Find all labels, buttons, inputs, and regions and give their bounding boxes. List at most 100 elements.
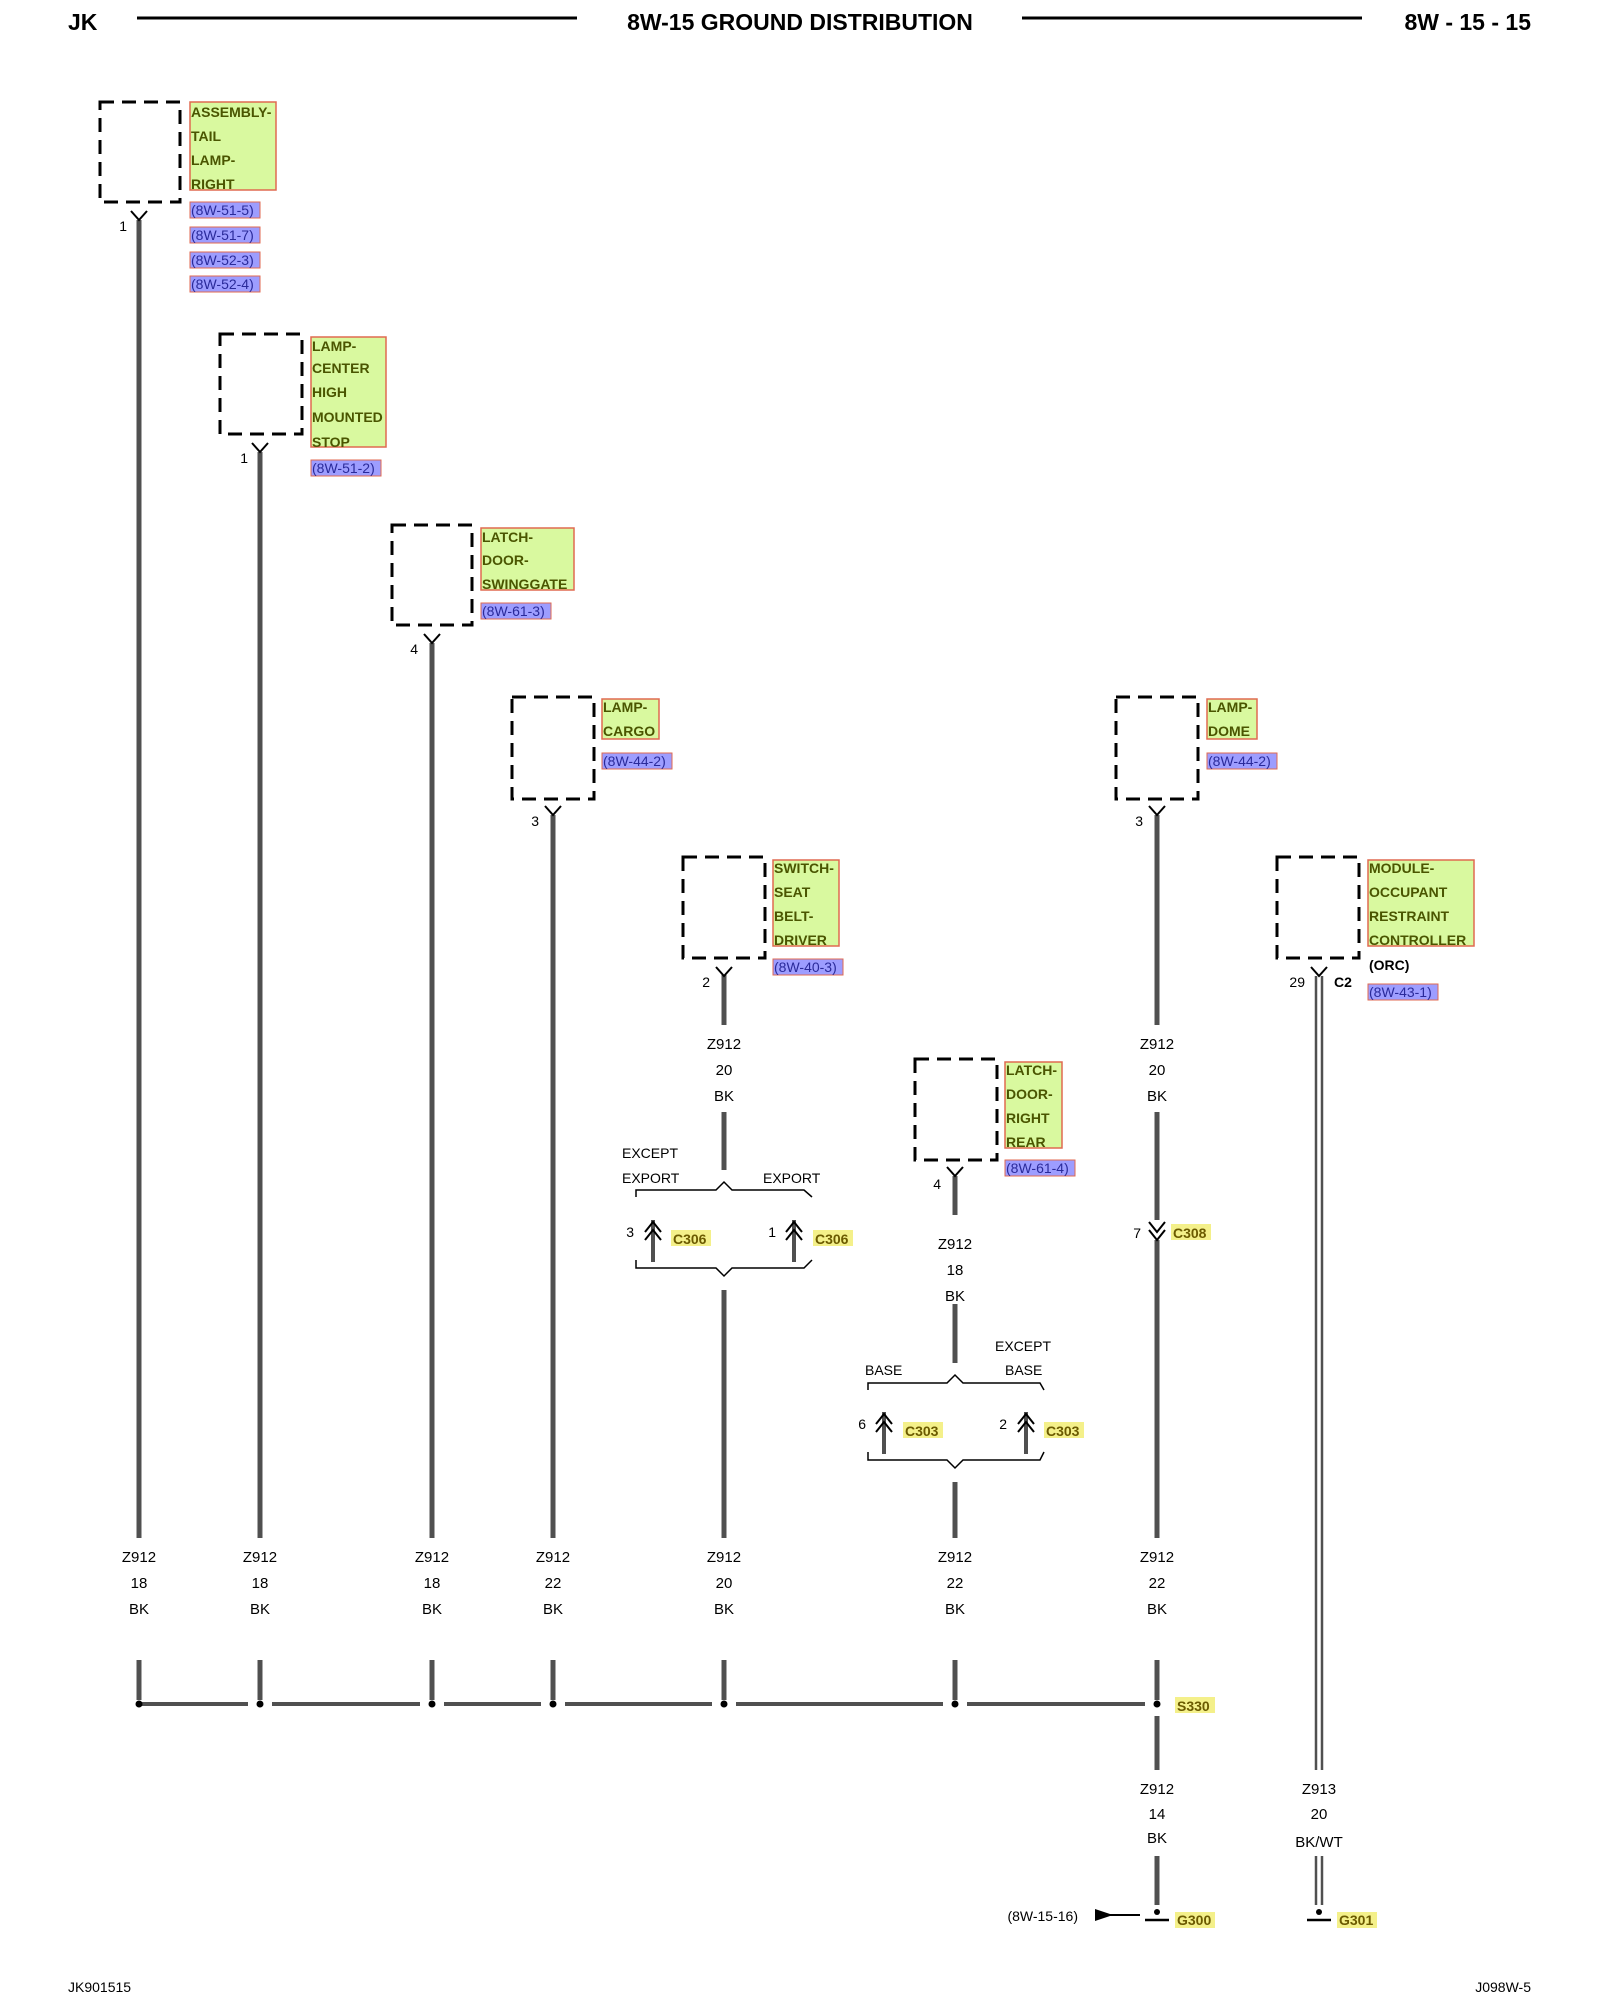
seat-belt-switch-pin: 2 (702, 974, 710, 990)
tail-lamp-ref-2[interactable]: (8W-51-7) (191, 227, 254, 243)
wire-3-gauge: 18 (424, 1575, 441, 1592)
pin-terminals (130, 210, 1328, 1178)
orc-ref-1[interactable]: (8W-43-1) (1369, 984, 1432, 1000)
tail-lamp-name-3: LAMP- (191, 152, 236, 168)
swinggate-latch-name-2: DOOR- (482, 552, 529, 568)
header-left: JK (68, 9, 98, 35)
seat-belt-wire-circuit: Z912 (707, 1036, 741, 1053)
seat-belt-switch-name-3: BELT- (774, 908, 814, 924)
dome-lamp-label: LAMP- DOME (8W-44-2) (1208, 699, 1271, 769)
cargo-lamp-pin: 3 (531, 813, 539, 829)
g301-wire-circuit: Z913 (1302, 1781, 1336, 1798)
dome-wire-gauge: 20 (1149, 1062, 1166, 1079)
g301-label[interactable]: G301 (1339, 1912, 1373, 1928)
cargo-lamp-box (510, 695, 596, 801)
arrow-icon (1095, 1909, 1113, 1921)
swinggate-latch-name-3: SWINGGATE (482, 576, 567, 592)
wire-orc-g301 (1314, 976, 1324, 1905)
dome-lamp-name-1: LAMP- (1208, 699, 1253, 715)
swinggate-latch-label: LATCH- DOOR- SWINGGATE (8W-61-3) (482, 529, 567, 619)
footer-left: JK901515 (68, 1979, 131, 1995)
chmsl-name-3: HIGH (312, 384, 347, 400)
wire-2-circuit: Z912 (243, 1549, 277, 1566)
page-title: 8W-15 GROUND DISTRIBUTION (627, 9, 973, 35)
wire-5-circuit: Z912 (707, 1549, 741, 1566)
cargo-lamp-name-1: LAMP- (603, 699, 648, 715)
splice-s330: S330 (1175, 1697, 1215, 1714)
c303-option-block: BASE EXCEPT BASE 6 2 C303 C303 (858, 1338, 1084, 1470)
c306-left-pin: 3 (626, 1224, 634, 1240)
swinggate-latch-pin: 4 (410, 641, 418, 657)
chmsl-box (218, 332, 304, 436)
wire-3-color: BK (422, 1601, 442, 1618)
tail-lamp-ref-1[interactable]: (8W-51-5) (191, 202, 254, 218)
c306-right-condition: EXPORT (763, 1170, 821, 1186)
dome-lamp-pin: 3 (1135, 813, 1143, 829)
c308-label[interactable]: C308 (1173, 1225, 1207, 1241)
dome-lamp-name-2: DOME (1208, 723, 1250, 739)
chmsl-ref-1[interactable]: (8W-51-2) (312, 460, 375, 476)
c306-right-connector[interactable]: C306 (815, 1231, 849, 1247)
dome-wire-color: BK (1147, 1088, 1167, 1105)
c303-left-connector[interactable]: C303 (905, 1423, 939, 1439)
footer-right: J098W-5 (1475, 1979, 1531, 1995)
rear-door-latch-pin: 4 (933, 1176, 941, 1192)
ground-g301: G301 (1307, 1909, 1377, 1928)
wire-3-circuit: Z912 (415, 1549, 449, 1566)
c306-left-condition-1: EXCEPT (622, 1145, 678, 1161)
wires (136, 220, 1160, 1905)
orc-abbrev: (ORC) (1369, 957, 1409, 973)
chmsl-label: LAMP- CENTER HIGH MOUNTED STOP (8W-51-2) (312, 338, 383, 476)
splice-label[interactable]: S330 (1177, 1698, 1210, 1714)
orc-pin: 29 (1289, 974, 1305, 990)
c303-right-connector[interactable]: C303 (1046, 1423, 1080, 1439)
orc-label: MODULE- OCCUPANT RESTRAINT CONTROLLER (O… (1369, 860, 1466, 1000)
c303-left-pin: 6 (858, 1416, 866, 1432)
wire-5-gauge: 20 (716, 1575, 733, 1592)
seat-belt-wire-color: BK (714, 1088, 734, 1105)
dome-lamp-ref-1[interactable]: (8W-44-2) (1208, 753, 1271, 769)
component-boxes (98, 100, 1361, 1162)
chmsl-name-1: LAMP- (312, 338, 357, 354)
pin-numbers: 1 1 4 3 2 4 3 29 C2 (119, 218, 1352, 1192)
tail-lamp-box (98, 100, 182, 204)
c303-left-condition: BASE (865, 1362, 902, 1378)
cargo-lamp-ref-1[interactable]: (8W-44-2) (603, 753, 666, 769)
c306-option-block: EXCEPT EXPORT EXPORT 3 1 C306 C306 (622, 1145, 853, 1278)
seat-belt-switch-name-1: SWITCH- (774, 860, 834, 876)
orc-name-1: MODULE- (1369, 860, 1435, 876)
tail-lamp-ref-3[interactable]: (8W-52-3) (191, 252, 254, 268)
splice-dots (135, 1700, 1161, 1708)
tail-lamp-name-2: TAIL (191, 128, 222, 144)
rear-latch-wire-circuit: Z912 (938, 1236, 972, 1253)
wire-1-circuit: Z912 (122, 1549, 156, 1566)
rear-door-latch-ref-1[interactable]: (8W-61-4) (1006, 1160, 1069, 1176)
seat-belt-switch-ref-1[interactable]: (8W-40-3) (774, 959, 837, 975)
wire-2-gauge: 18 (252, 1575, 269, 1592)
swinggate-latch-name-1: LATCH- (482, 529, 533, 545)
swinggate-latch-box (390, 523, 474, 627)
g300-wire-color: BK (1147, 1830, 1167, 1847)
chmsl-name-4: MOUNTED (312, 409, 383, 425)
c306-left-connector[interactable]: C306 (673, 1231, 707, 1247)
wire-4-circuit: Z912 (536, 1549, 570, 1566)
wire-4-color: BK (543, 1601, 563, 1618)
g300-wire-circuit: Z912 (1140, 1781, 1174, 1798)
ground-g300: G300 (8W-15-16) (1007, 1908, 1215, 1928)
dome-wire-circuit: Z912 (1140, 1036, 1174, 1053)
rear-door-latch-name-1: LATCH- (1006, 1062, 1057, 1078)
swinggate-latch-ref-1[interactable]: (8W-61-3) (482, 603, 545, 619)
g300-label[interactable]: G300 (1177, 1912, 1211, 1928)
rear-door-latch-name-2: DOOR- (1006, 1086, 1053, 1102)
wire-2-color: BK (250, 1601, 270, 1618)
rear-door-latch-name-3: RIGHT (1006, 1110, 1050, 1126)
wire-5-color: BK (714, 1601, 734, 1618)
tail-lamp-ref-4[interactable]: (8W-52-4) (191, 276, 254, 292)
chmsl-name-2: CENTER (312, 360, 370, 376)
cargo-lamp-label: LAMP- CARGO (8W-44-2) (603, 699, 666, 769)
cargo-lamp-name-2: CARGO (603, 723, 655, 739)
wire-4-gauge: 22 (545, 1575, 562, 1592)
g300-reference[interactable]: (8W-15-16) (1007, 1908, 1078, 1924)
dome-lamp-box (1114, 695, 1200, 801)
